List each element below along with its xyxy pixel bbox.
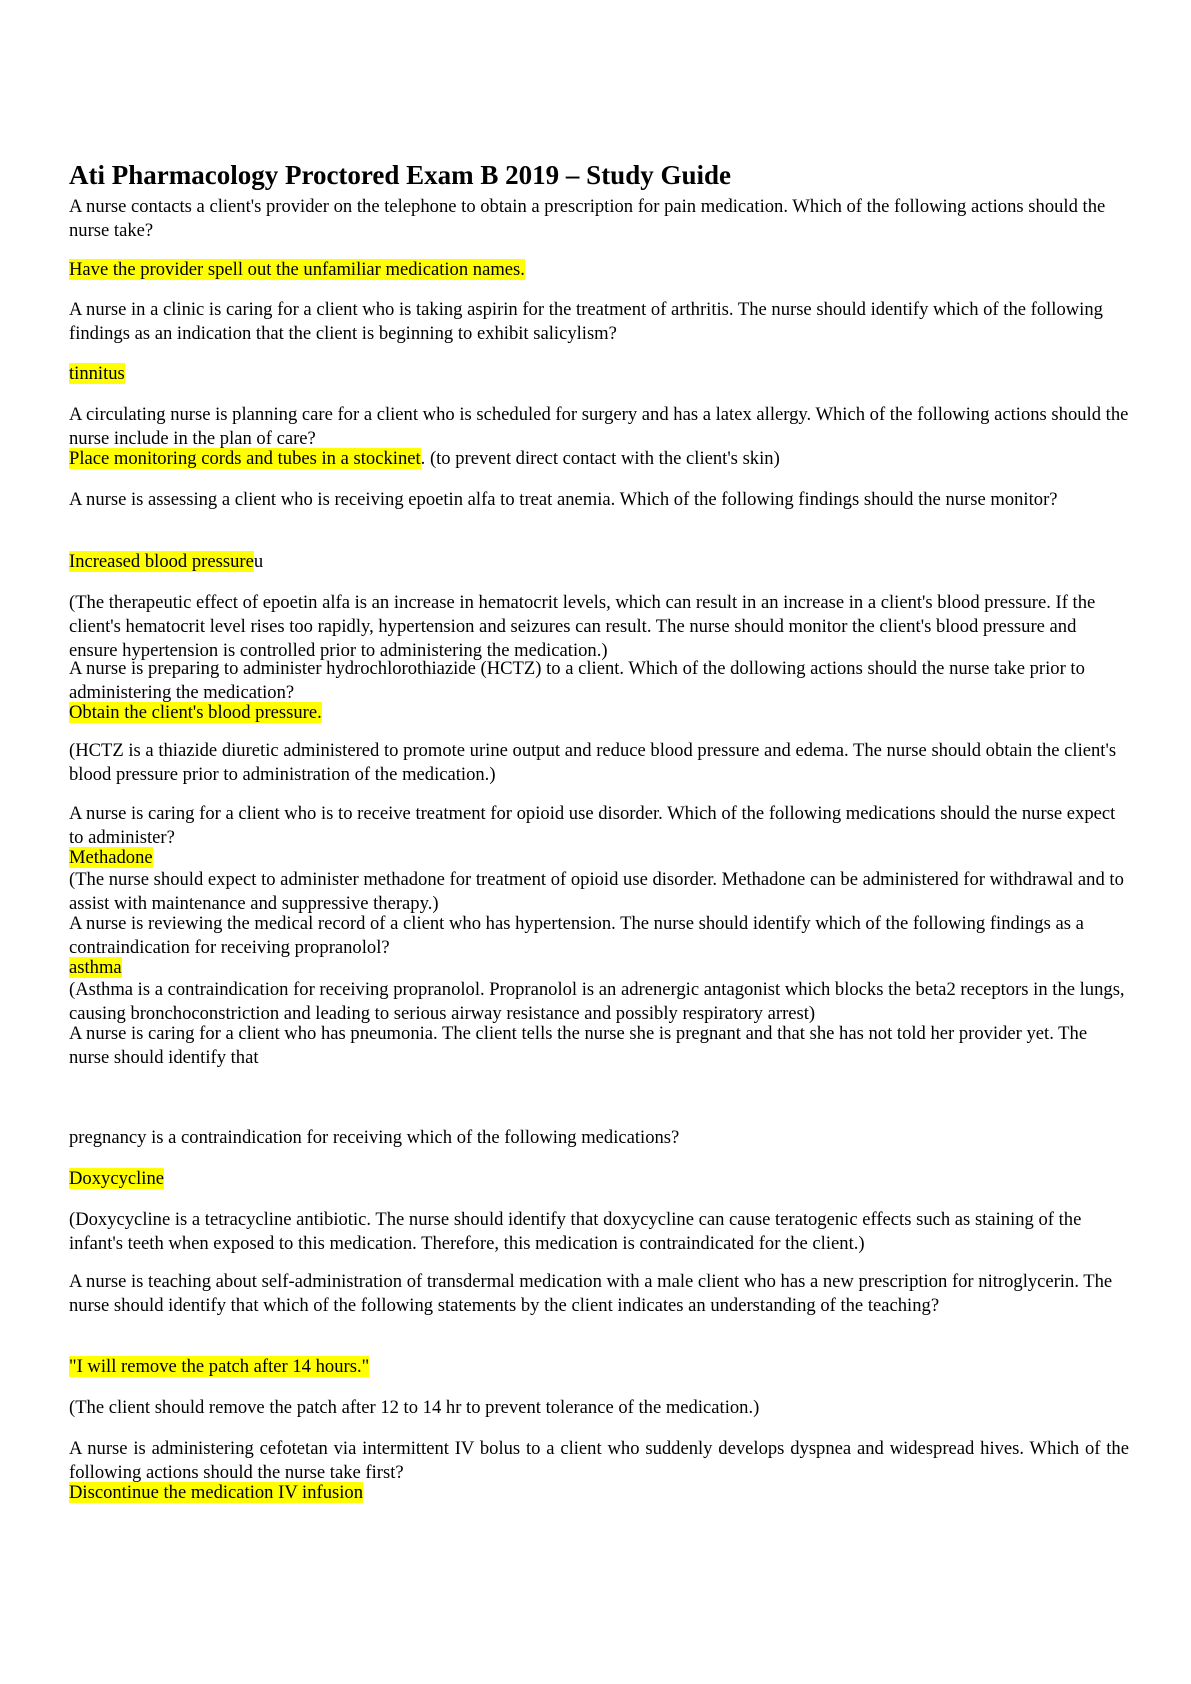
question-8: A nurse is caring for a client who has p…: [69, 1023, 1088, 1068]
answer-3-highlight: Place monitoring cords and tubes in a st…: [69, 448, 421, 469]
answer-5-highlight: Obtain the client's blood pressure.: [69, 702, 322, 723]
rationale-7: (Asthma is a contraindication for receiv…: [69, 979, 1125, 1024]
question-6: A nurse is caring for a client who is to…: [69, 803, 1116, 848]
answer-10-highlight: Discontinue the medication IV infusion: [69, 1482, 364, 1503]
answer-2-highlight: tinnitus: [69, 363, 125, 384]
answer-8-highlight: Doxycycline: [69, 1168, 165, 1189]
answer-7-highlight: asthma: [69, 957, 122, 978]
answer-1-highlight: Have the provider spell out the unfamili…: [69, 259, 525, 280]
question-5: A nurse is preparing to administer hydro…: [69, 658, 1085, 703]
question-7: A nurse is reviewing the medical record …: [69, 913, 1084, 958]
answer-4-suffix: u: [253, 551, 264, 572]
question-2: A nurse in a clinic is caring for a clie…: [69, 299, 1103, 344]
question-9: A nurse is teaching about self-administr…: [69, 1271, 1113, 1316]
answer-7: asthma: [69, 956, 1129, 980]
rationale-5: (HCTZ is a thiazide diuretic administere…: [69, 740, 1117, 785]
answer-9: "I will remove the patch after 14 hours.…: [69, 1355, 1129, 1379]
answer-6: Methadone: [69, 846, 1129, 870]
rationale-6: (The nurse should expect to administer m…: [69, 869, 1124, 914]
answer-9-highlight: "I will remove the patch after 14 hours.…: [69, 1356, 370, 1377]
answer-4: Increased blood pressureu: [69, 550, 1129, 574]
question-8-continued: pregnancy is a contraindication for rece…: [69, 1127, 680, 1148]
answer-4-highlight: Increased blood pressure: [69, 551, 254, 572]
question-4: A nurse is assessing a client who is rec…: [69, 489, 1058, 510]
question-3: A circulating nurse is planning care for…: [69, 404, 1129, 449]
rationale-9: (The client should remove the patch afte…: [69, 1397, 760, 1418]
answer-5: Obtain the client's blood pressure.: [69, 701, 1129, 725]
answer-6-highlight: Methadone: [69, 847, 153, 868]
rationale-8: (Doxycycline is a tetracycline antibioti…: [69, 1209, 1082, 1254]
question-1: A nurse contacts a client's provider on …: [69, 196, 1106, 241]
answer-8: Doxycycline: [69, 1167, 1129, 1191]
answer-3: Place monitoring cords and tubes in a st…: [69, 447, 1129, 471]
question-10: A nurse is administering cefotetan via i…: [69, 1438, 1129, 1483]
answer-1: Have the provider spell out the unfamili…: [69, 258, 1129, 282]
answer-2: tinnitus: [69, 362, 1129, 386]
document-title: Ati Pharmacology Proctored Exam B 2019 –…: [69, 160, 731, 190]
rationale-4: (The therapeutic effect of epoetin alfa …: [69, 592, 1096, 661]
answer-3-note: . (to prevent direct contact with the cl…: [420, 448, 780, 469]
answer-10: Discontinue the medication IV infusion: [69, 1481, 1129, 1505]
